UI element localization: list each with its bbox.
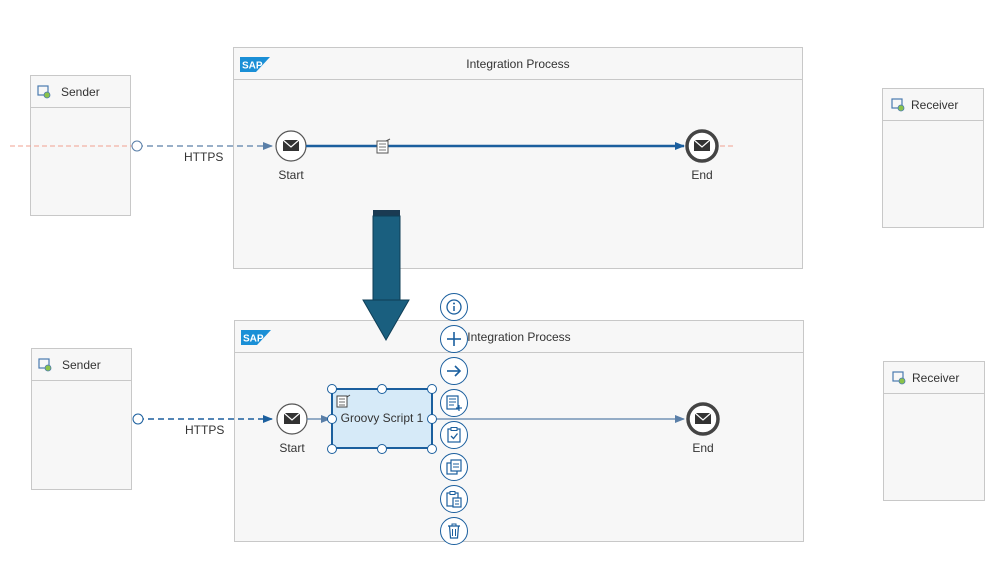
svg-text:SAP: SAP (243, 334, 264, 345)
add-script-icon[interactable] (440, 389, 468, 417)
start-label-top: Start (278, 168, 304, 182)
pool-title: Integration Process (467, 330, 571, 344)
participant-header: Sender (31, 76, 130, 108)
pool-header: SAP Integration Process (235, 321, 803, 353)
end-label-bottom: End (692, 441, 714, 455)
resize-handle-nw[interactable] (327, 384, 337, 394)
resize-handle-n[interactable] (377, 384, 387, 394)
resize-handle-sw[interactable] (327, 444, 337, 454)
participant-header: Receiver (884, 362, 984, 394)
sap-logo: SAP (240, 57, 270, 72)
resize-handle-s[interactable] (377, 444, 387, 454)
pool-header: SAP Integration Process (234, 48, 802, 80)
participant-icon (38, 357, 52, 371)
svg-text:SAP: SAP (242, 61, 263, 72)
participant-header: Sender (32, 349, 131, 381)
resize-handle-se[interactable] (427, 444, 437, 454)
participant-icon (891, 97, 905, 111)
sap-logo: SAP (241, 330, 271, 345)
sender-label: Sender (62, 357, 101, 372)
script-drop-icon (376, 138, 391, 154)
add-icon[interactable] (440, 325, 468, 353)
task-label: Groovy Script 1 (340, 411, 424, 425)
connector-anchor (132, 413, 144, 425)
groovy-script-task[interactable]: Groovy Script 1 (331, 388, 433, 449)
start-event-bottom[interactable] (276, 403, 308, 435)
copy-icon[interactable] (440, 453, 468, 481)
start-event-top[interactable] (275, 130, 307, 162)
connect-arrow-icon[interactable] (440, 357, 468, 385)
connection-label-bottom: HTTPS (185, 423, 225, 437)
end-label-top: End (691, 168, 713, 182)
pool-title: Integration Process (466, 57, 570, 71)
resize-handle-ne[interactable] (427, 384, 437, 394)
start-label-bottom: Start (279, 441, 305, 455)
participant-icon (37, 84, 51, 98)
end-event-top[interactable] (685, 129, 719, 163)
resize-handle-e[interactable] (427, 414, 437, 424)
receiver-participant-top[interactable]: Receiver (882, 88, 984, 228)
connector-anchor (131, 140, 143, 152)
info-icon[interactable] (440, 293, 468, 321)
participant-icon (892, 370, 906, 384)
end-event-bottom[interactable] (686, 402, 720, 436)
resize-handle-w[interactable] (327, 414, 337, 424)
receiver-label: Receiver (912, 370, 960, 385)
receiver-label: Receiver (911, 97, 959, 112)
paste-icon[interactable] (440, 485, 468, 513)
sender-label: Sender (61, 84, 100, 99)
connection-label-top: HTTPS (184, 150, 224, 164)
participant-header: Receiver (883, 89, 983, 121)
delete-icon[interactable] (440, 517, 468, 545)
sender-participant-bottom[interactable]: Sender (31, 348, 132, 490)
validate-icon[interactable] (440, 421, 468, 449)
script-icon (336, 394, 351, 408)
receiver-participant-bottom[interactable]: Receiver (883, 361, 985, 501)
transition-arrow (362, 210, 410, 342)
